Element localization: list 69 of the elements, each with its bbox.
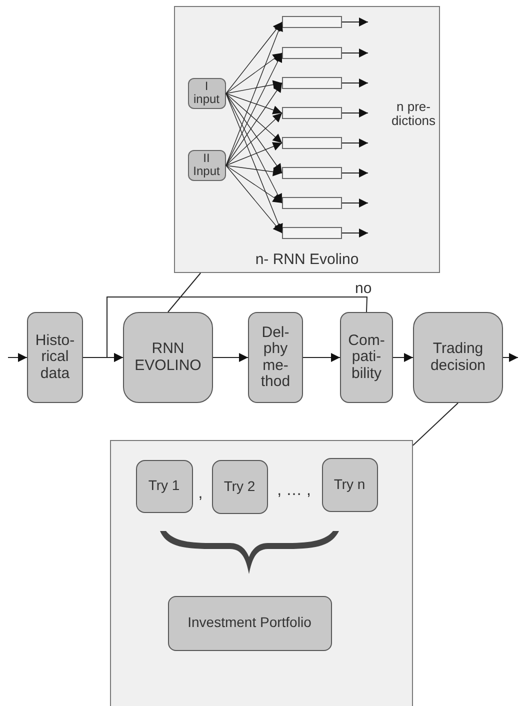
arrow <box>226 93 282 204</box>
arrow <box>226 22 282 94</box>
arrow <box>226 142 282 166</box>
unit-bar <box>282 136 342 148</box>
node-label: Del- phy me- thod <box>260 324 292 390</box>
arrow <box>342 48 368 58</box>
arrow <box>226 52 282 94</box>
node-label: Try 1 <box>148 478 180 494</box>
arrow <box>226 93 282 114</box>
arrow <box>342 18 368 26</box>
node-label: Trading decision <box>429 341 487 374</box>
node-label: RNN EVOLINO <box>134 341 202 374</box>
arrow <box>226 80 282 94</box>
arrow <box>226 165 282 234</box>
portfolio-box <box>168 596 332 650</box>
arrow <box>226 112 282 166</box>
panel <box>110 440 413 706</box>
process-box <box>413 312 503 403</box>
process-box <box>27 312 83 403</box>
try-box <box>322 458 378 512</box>
arrow <box>8 353 28 362</box>
arrow <box>226 22 283 166</box>
curly-brace <box>160 530 338 574</box>
arrow <box>502 353 518 362</box>
node-label: n- RNN Evolino <box>255 252 359 268</box>
arrow <box>342 108 368 118</box>
arrow <box>226 82 282 166</box>
node-label: Com- pati- bility <box>347 332 386 382</box>
arrow <box>226 93 282 174</box>
process-box <box>248 312 303 403</box>
panel <box>174 6 440 273</box>
try-box <box>212 460 268 514</box>
arrow <box>342 228 368 238</box>
prediction-label: n pre- dictions <box>390 100 437 128</box>
separator-comma: , <box>197 484 204 502</box>
arrow <box>106 296 368 362</box>
ellipsis-separator: , … , <box>276 482 312 500</box>
input-box <box>188 78 226 108</box>
unit-bar <box>282 46 342 58</box>
process-box <box>123 312 213 403</box>
arrow <box>226 165 282 176</box>
leader-line <box>168 272 202 312</box>
node-label: II Input <box>193 152 220 178</box>
arrow <box>226 93 282 144</box>
arrow <box>342 138 368 148</box>
arrow <box>226 52 282 166</box>
node-label: I input <box>193 80 220 106</box>
unit-bar <box>282 16 342 28</box>
arrow <box>212 353 248 362</box>
node-label: Investment Portfolio <box>188 615 312 631</box>
input-box <box>188 150 226 180</box>
leader-line <box>412 402 458 446</box>
unit-bar <box>282 76 342 88</box>
try-box <box>136 460 192 512</box>
unit-bar <box>282 226 342 238</box>
arrow <box>342 168 368 178</box>
arrow <box>302 353 340 362</box>
process-box <box>340 312 393 403</box>
arrow <box>392 353 414 362</box>
arrow <box>226 165 282 204</box>
node-label: Try 2 <box>224 478 256 494</box>
arrow <box>342 198 368 208</box>
arrow <box>226 93 283 234</box>
node-label: Histo- rical data <box>34 332 76 382</box>
arrow <box>342 78 368 88</box>
unit-bar <box>282 196 342 208</box>
node-label: Try n <box>334 476 366 492</box>
unit-bar <box>282 166 342 178</box>
unit-bar <box>282 106 342 118</box>
